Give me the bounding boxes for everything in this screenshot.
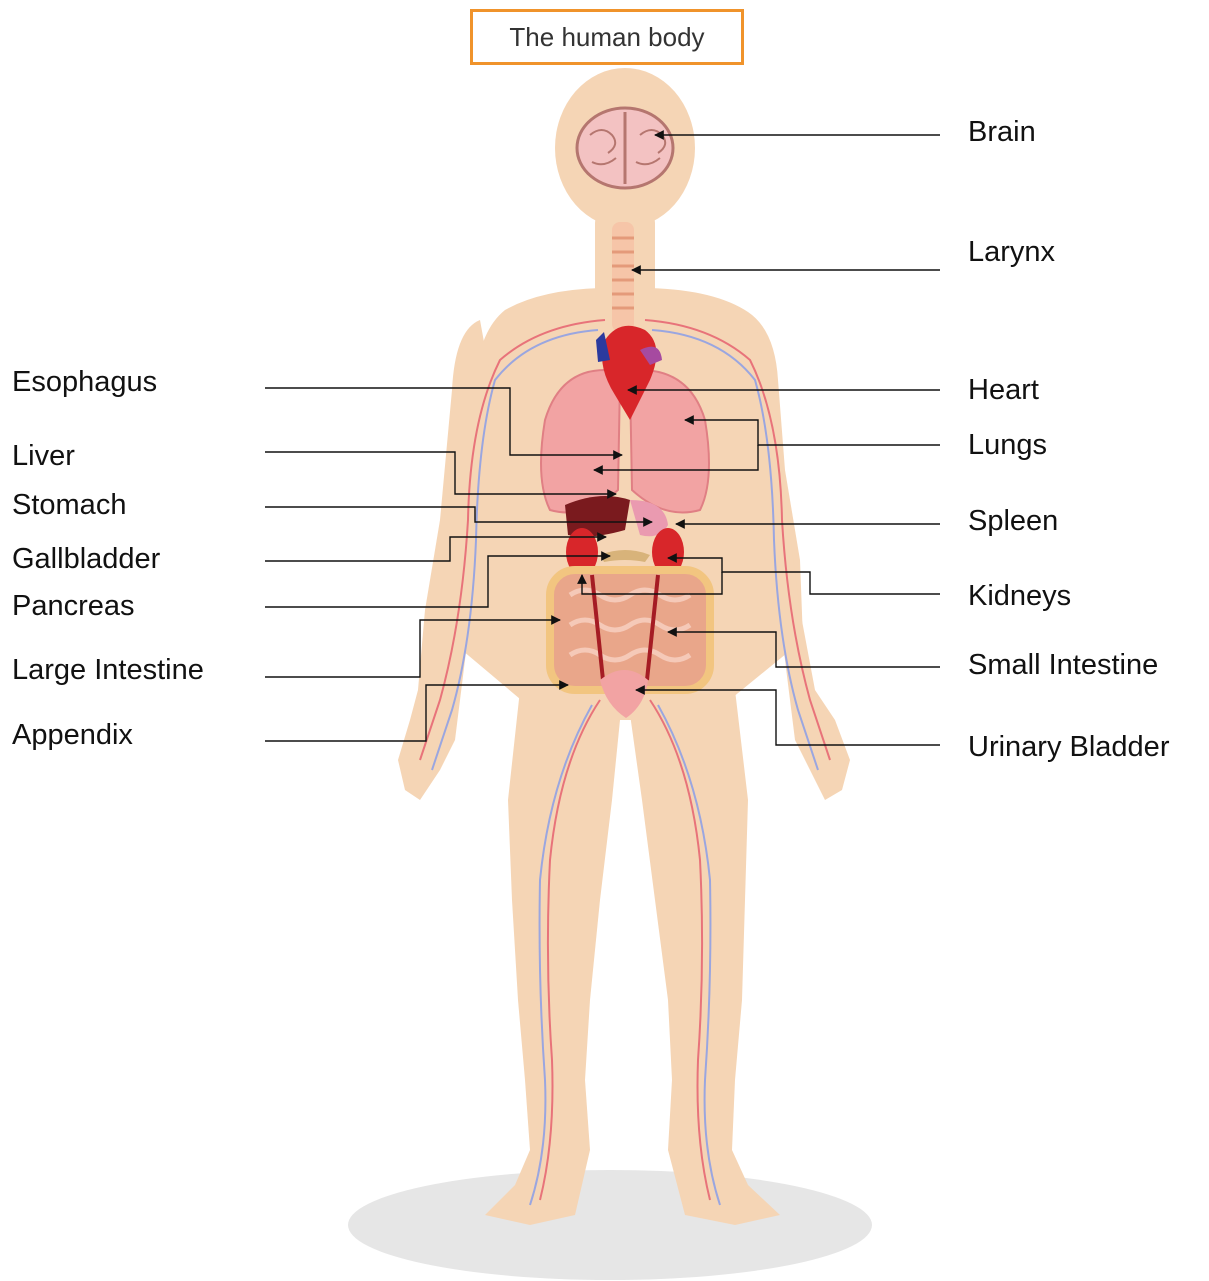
label-gallbladder: Gallbladder bbox=[12, 545, 160, 574]
label-brain: Brain bbox=[968, 118, 1036, 147]
liver-organ bbox=[565, 496, 630, 537]
label-appendix: Appendix bbox=[12, 721, 133, 750]
brain-organ bbox=[577, 108, 673, 188]
label-small-intestine: Small Intestine bbox=[968, 651, 1158, 680]
label-liver: Liver bbox=[12, 442, 75, 471]
title-box: The human body bbox=[470, 9, 744, 65]
label-pancreas: Pancreas bbox=[12, 592, 135, 621]
label-stomach: Stomach bbox=[12, 491, 126, 520]
larynx-organ bbox=[612, 222, 634, 332]
label-large-intestine: Large Intestine bbox=[12, 656, 204, 685]
label-esophagus: Esophagus bbox=[12, 368, 157, 397]
ground-shadow bbox=[348, 1170, 872, 1280]
label-spleen: Spleen bbox=[968, 507, 1058, 536]
label-urinary-bladder: Urinary Bladder bbox=[968, 733, 1169, 762]
label-heart: Heart bbox=[968, 376, 1039, 405]
label-larynx: Larynx bbox=[968, 238, 1055, 267]
label-lungs: Lungs bbox=[968, 431, 1047, 460]
label-kidneys: Kidneys bbox=[968, 582, 1071, 611]
